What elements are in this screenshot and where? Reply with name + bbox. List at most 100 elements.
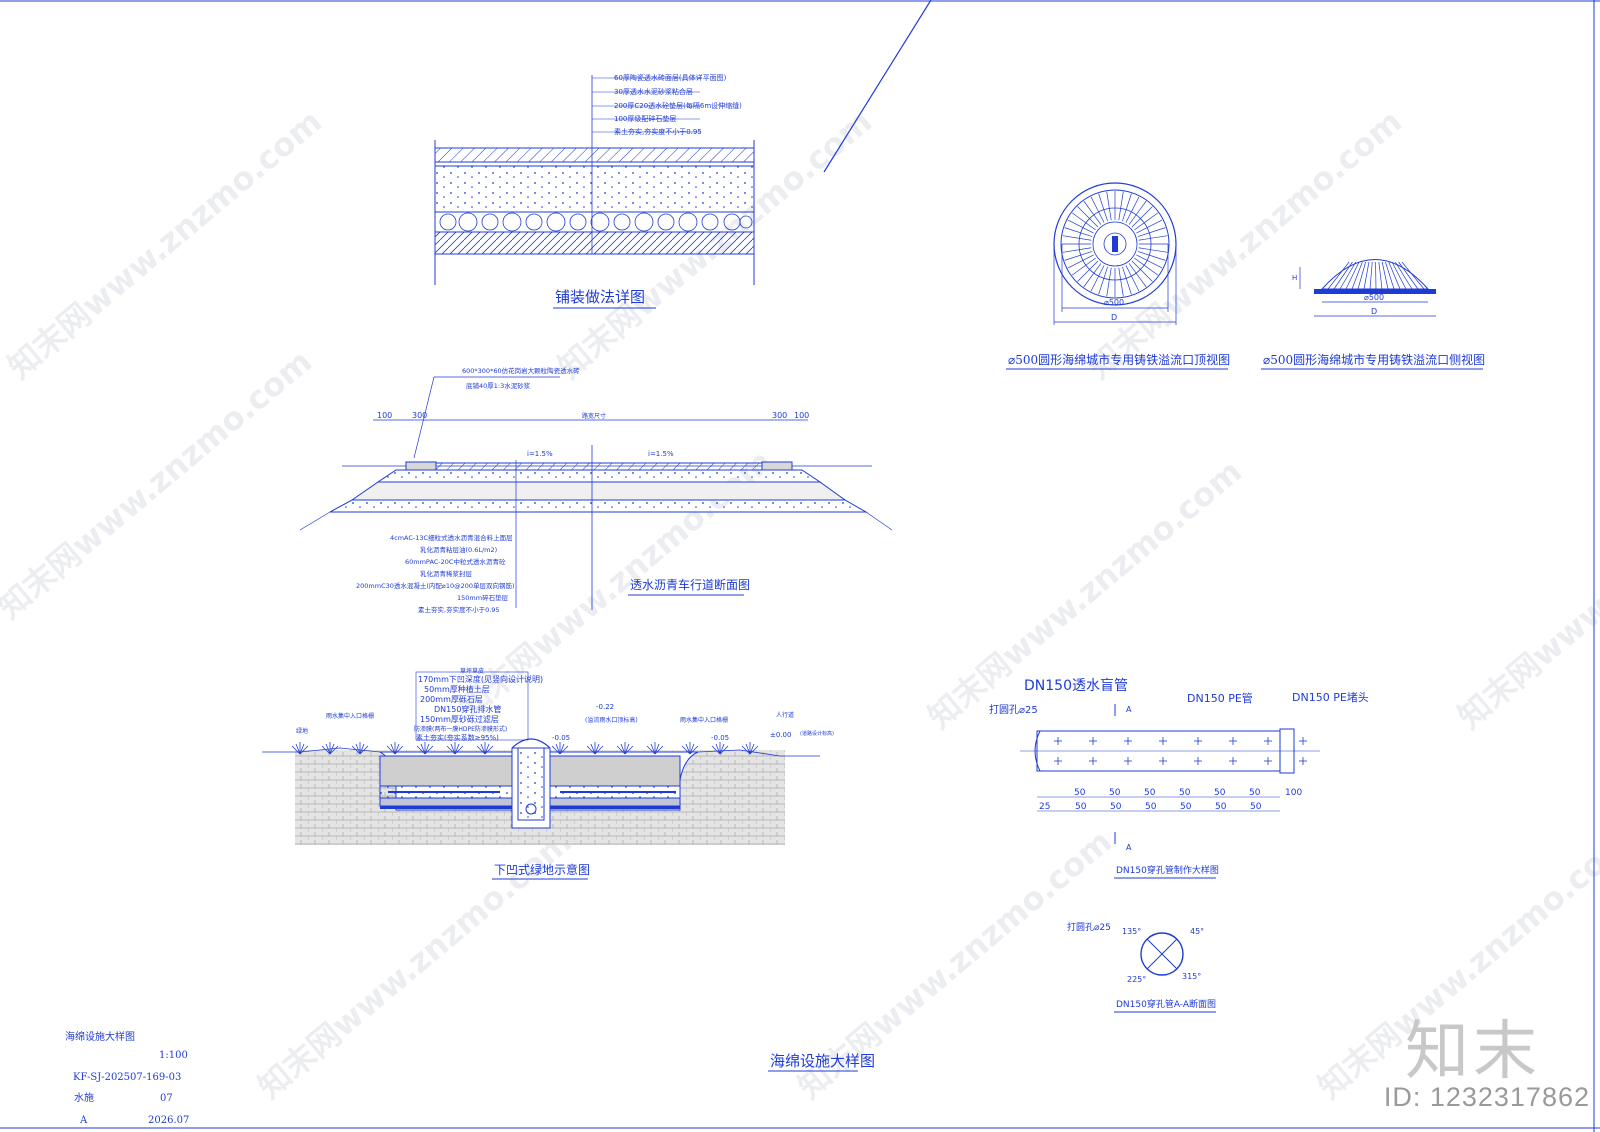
pipe-hole: [1299, 757, 1307, 765]
grate-spoke: [1134, 212, 1159, 231]
grate-spoke: [1098, 266, 1108, 295]
inlet-top-title: ⌀500圆形海绵城市专用铸铁溢流口顶视图: [1008, 352, 1230, 367]
angle-label: 45°: [1190, 927, 1204, 936]
pipe-dim: 50: [1179, 788, 1191, 798]
sheet-title: 海绵设施大样图: [770, 1052, 875, 1070]
pipe-hole: [1124, 757, 1132, 765]
pipe-holes: [1054, 737, 1307, 765]
green-layer: 素土夯实(夯实系数≥95%): [416, 733, 499, 742]
grate-rib: [1388, 261, 1401, 290]
grass-tuft: [681, 742, 699, 755]
road-layer: 4cmAC-13C细粒式透水沥青混合料上面层: [390, 533, 513, 542]
tb-date: 2026.07: [148, 1115, 189, 1126]
grate-spoke: [1064, 251, 1093, 261]
grass-tuft: [616, 742, 634, 755]
grate-rib: [1357, 261, 1366, 290]
inlet-top-dim-D: D: [1111, 313, 1117, 322]
watermark-text: 知末网www.znzmo.com: [1451, 452, 1600, 736]
green-layer: DN150穿孔排水管: [434, 704, 501, 714]
road-slope-right: i=1.5%: [648, 450, 674, 458]
paving-layer: 60厚陶瓷透水砖面层(具体详平面图): [614, 73, 727, 82]
road-dim: 300: [412, 411, 427, 420]
pipe-dim: 100: [1285, 788, 1302, 798]
tb-discipline: 水施: [74, 1091, 94, 1104]
grate-rib: [1395, 261, 1413, 290]
inlet-side-dim-D: D: [1371, 307, 1377, 316]
green-layer-notes: 草坪草皮 170mm下凹深度(见竖向设计说明) 50mm厚种植土层 200mm厚…: [414, 667, 543, 742]
brand-logo: 知末: [1405, 1015, 1541, 1089]
road-top-note: 底铺40厚1:3水泥砂浆: [466, 381, 531, 390]
grate-spoke: [1062, 247, 1092, 253]
grate-spoke: [1062, 235, 1092, 241]
grass-tuft: [646, 742, 664, 755]
grate-spoke: [1106, 191, 1112, 221]
green-layer: 草坪草皮: [460, 667, 484, 675]
green-layer: 200mm厚砾石层: [420, 694, 483, 704]
paving-layer-notes: 60厚陶瓷透水砖面层(具体详平面图) 30厚透水水泥砂浆粘合层 200厚C20透…: [592, 73, 742, 136]
pipe-dim: 50: [1180, 802, 1192, 812]
paving-detail: 60厚陶瓷透水砖面层(具体详平面图) 30厚透水水泥砂浆粘合层 200厚C20透…: [434, 73, 755, 309]
grate-rib: [1339, 261, 1357, 290]
green-layer: 50mm厚种植土层: [424, 684, 490, 694]
grass-tuft: [586, 742, 604, 755]
road-dim: 路宽尺寸: [582, 412, 606, 420]
paving-layer: 素土夯实,夯实度不小于0.95: [614, 127, 702, 136]
grate-rib: [1398, 261, 1419, 290]
inlet-top-view: ⌀500 D ⌀500圆形海绵城市专用铸铁溢流口顶视图: [1006, 182, 1230, 370]
green-layer: 170mm下凹深度(见竖向设计说明): [418, 674, 543, 684]
pipe-cap: DN150 PE堵头: [1292, 690, 1369, 704]
pipe-section-top: A: [1126, 705, 1132, 714]
grate-spoke: [1118, 267, 1124, 297]
pipe-hole: [1089, 757, 1097, 765]
sunken-green-section: 草坪草皮 170mm下凹深度(见竖向设计说明) 50mm厚种植土层 200mm厚…: [262, 667, 834, 880]
perforated-pipe: DN150透水盲管 DN150 PE管 DN150 PE堵头 打圆孔⌀25 A …: [989, 677, 1369, 879]
paving-title: 铺装做法详图: [555, 288, 645, 306]
grate-spokes: [1062, 191, 1168, 297]
green-layer: 150mm厚砂砾过滤层: [420, 714, 499, 724]
green-label: 雨水集中入口格栅: [680, 716, 728, 724]
grate-rib: [1401, 261, 1425, 290]
grate-rib: [1327, 261, 1350, 290]
pipe-hole: [1299, 737, 1307, 745]
inlet-side-dim-H: H: [1292, 274, 1297, 282]
tb-code: KF-SJ-202507-169-03: [73, 1072, 181, 1083]
green-label: -0.05: [711, 734, 729, 742]
grate-spoke: [1090, 265, 1105, 292]
angle-label: 315°: [1182, 972, 1201, 981]
pipe-dim: 25: [1039, 802, 1050, 812]
green-title: 下凹式绿地示意图: [494, 862, 590, 877]
tb-scale: 1:100: [159, 1050, 188, 1061]
road-layer: 150mm碎石垫层: [457, 593, 509, 602]
grate-spoke: [1125, 265, 1140, 292]
grate-spoke: [1071, 212, 1096, 231]
pipe-name: DN150透水盲管: [1024, 677, 1128, 694]
pipe-dim: 50: [1249, 788, 1261, 798]
grate-spoke: [1138, 247, 1168, 253]
gravel-layer: [434, 211, 755, 233]
inlet-side-view: H ⌀500 D ⌀500圆形海绵城市专用铸铁溢流口侧视图: [1261, 259, 1485, 370]
grate-rib: [1345, 261, 1360, 290]
paving-layer: 30厚透水水泥砂浆粘合层: [614, 87, 693, 96]
grate-spoke: [1128, 263, 1147, 288]
road-slope-left: i=1.5%: [527, 450, 553, 458]
watermark-text: 知末网www.znzmo.com: [1, 102, 329, 386]
road-layer: 乳化沥青稀浆封层: [420, 569, 473, 578]
grate-spoke: [1064, 227, 1093, 237]
road-dim: 100: [794, 411, 809, 420]
grate-rib: [1385, 261, 1395, 290]
pipe-dim: 50: [1214, 788, 1226, 798]
grate-spoke: [1098, 193, 1108, 222]
green-label: 绿地: [296, 727, 308, 735]
pipe-hole: [1229, 737, 1237, 745]
pipe-hole: [1264, 757, 1272, 765]
tb-name: 海绵设施大样图: [65, 1030, 135, 1043]
grate-spoke: [1118, 191, 1124, 221]
pipe-hole: [1229, 757, 1237, 765]
grate-spoke: [1136, 219, 1163, 234]
tb-sheet-no: 07: [160, 1093, 173, 1104]
pipe-hole: [1054, 737, 1062, 745]
green-label: -0.05: [552, 734, 570, 742]
grate-spoke: [1131, 260, 1153, 282]
